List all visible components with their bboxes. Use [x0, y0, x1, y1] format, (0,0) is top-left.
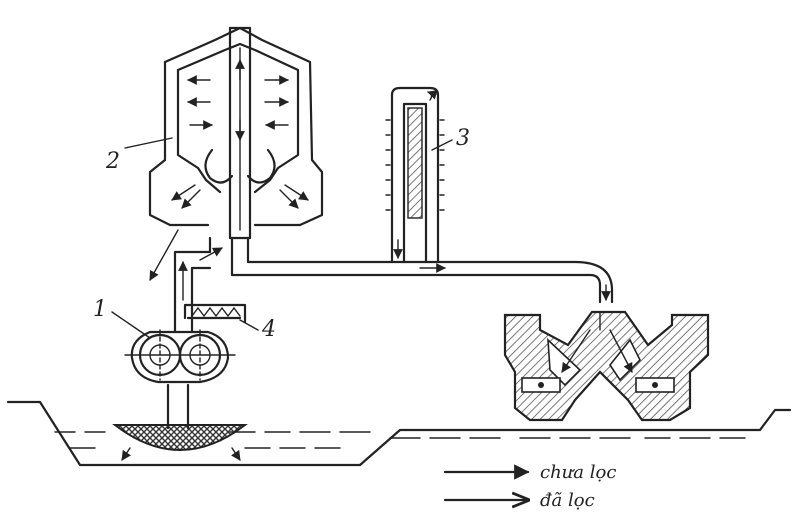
legend: chưa lọc đã lọc [443, 462, 616, 511]
label-filter: 2 [105, 149, 120, 174]
crankshaft-bearings [503, 310, 710, 422]
oil-surface-dashes [54, 431, 746, 449]
suction-pipe [166, 383, 190, 430]
delivery-pipe [173, 236, 223, 334]
main-oil-gallery [230, 236, 614, 304]
oil-sump [6, 400, 792, 467]
leader-lines [111, 137, 453, 339]
relief-valve [183, 303, 247, 324]
legend-filtered: đã lọc [540, 490, 595, 511]
pressure-gauge [385, 86, 445, 264]
label-valve: 4 [261, 317, 276, 342]
gear-pump [124, 329, 236, 384]
label-pump: 1 [93, 297, 107, 322]
label-gauge: 3 [456, 126, 470, 151]
legend-unfiltered: chưa lọc [540, 462, 616, 483]
oil-strainer [112, 424, 248, 451]
centrifugal-filter [148, 26, 324, 281]
